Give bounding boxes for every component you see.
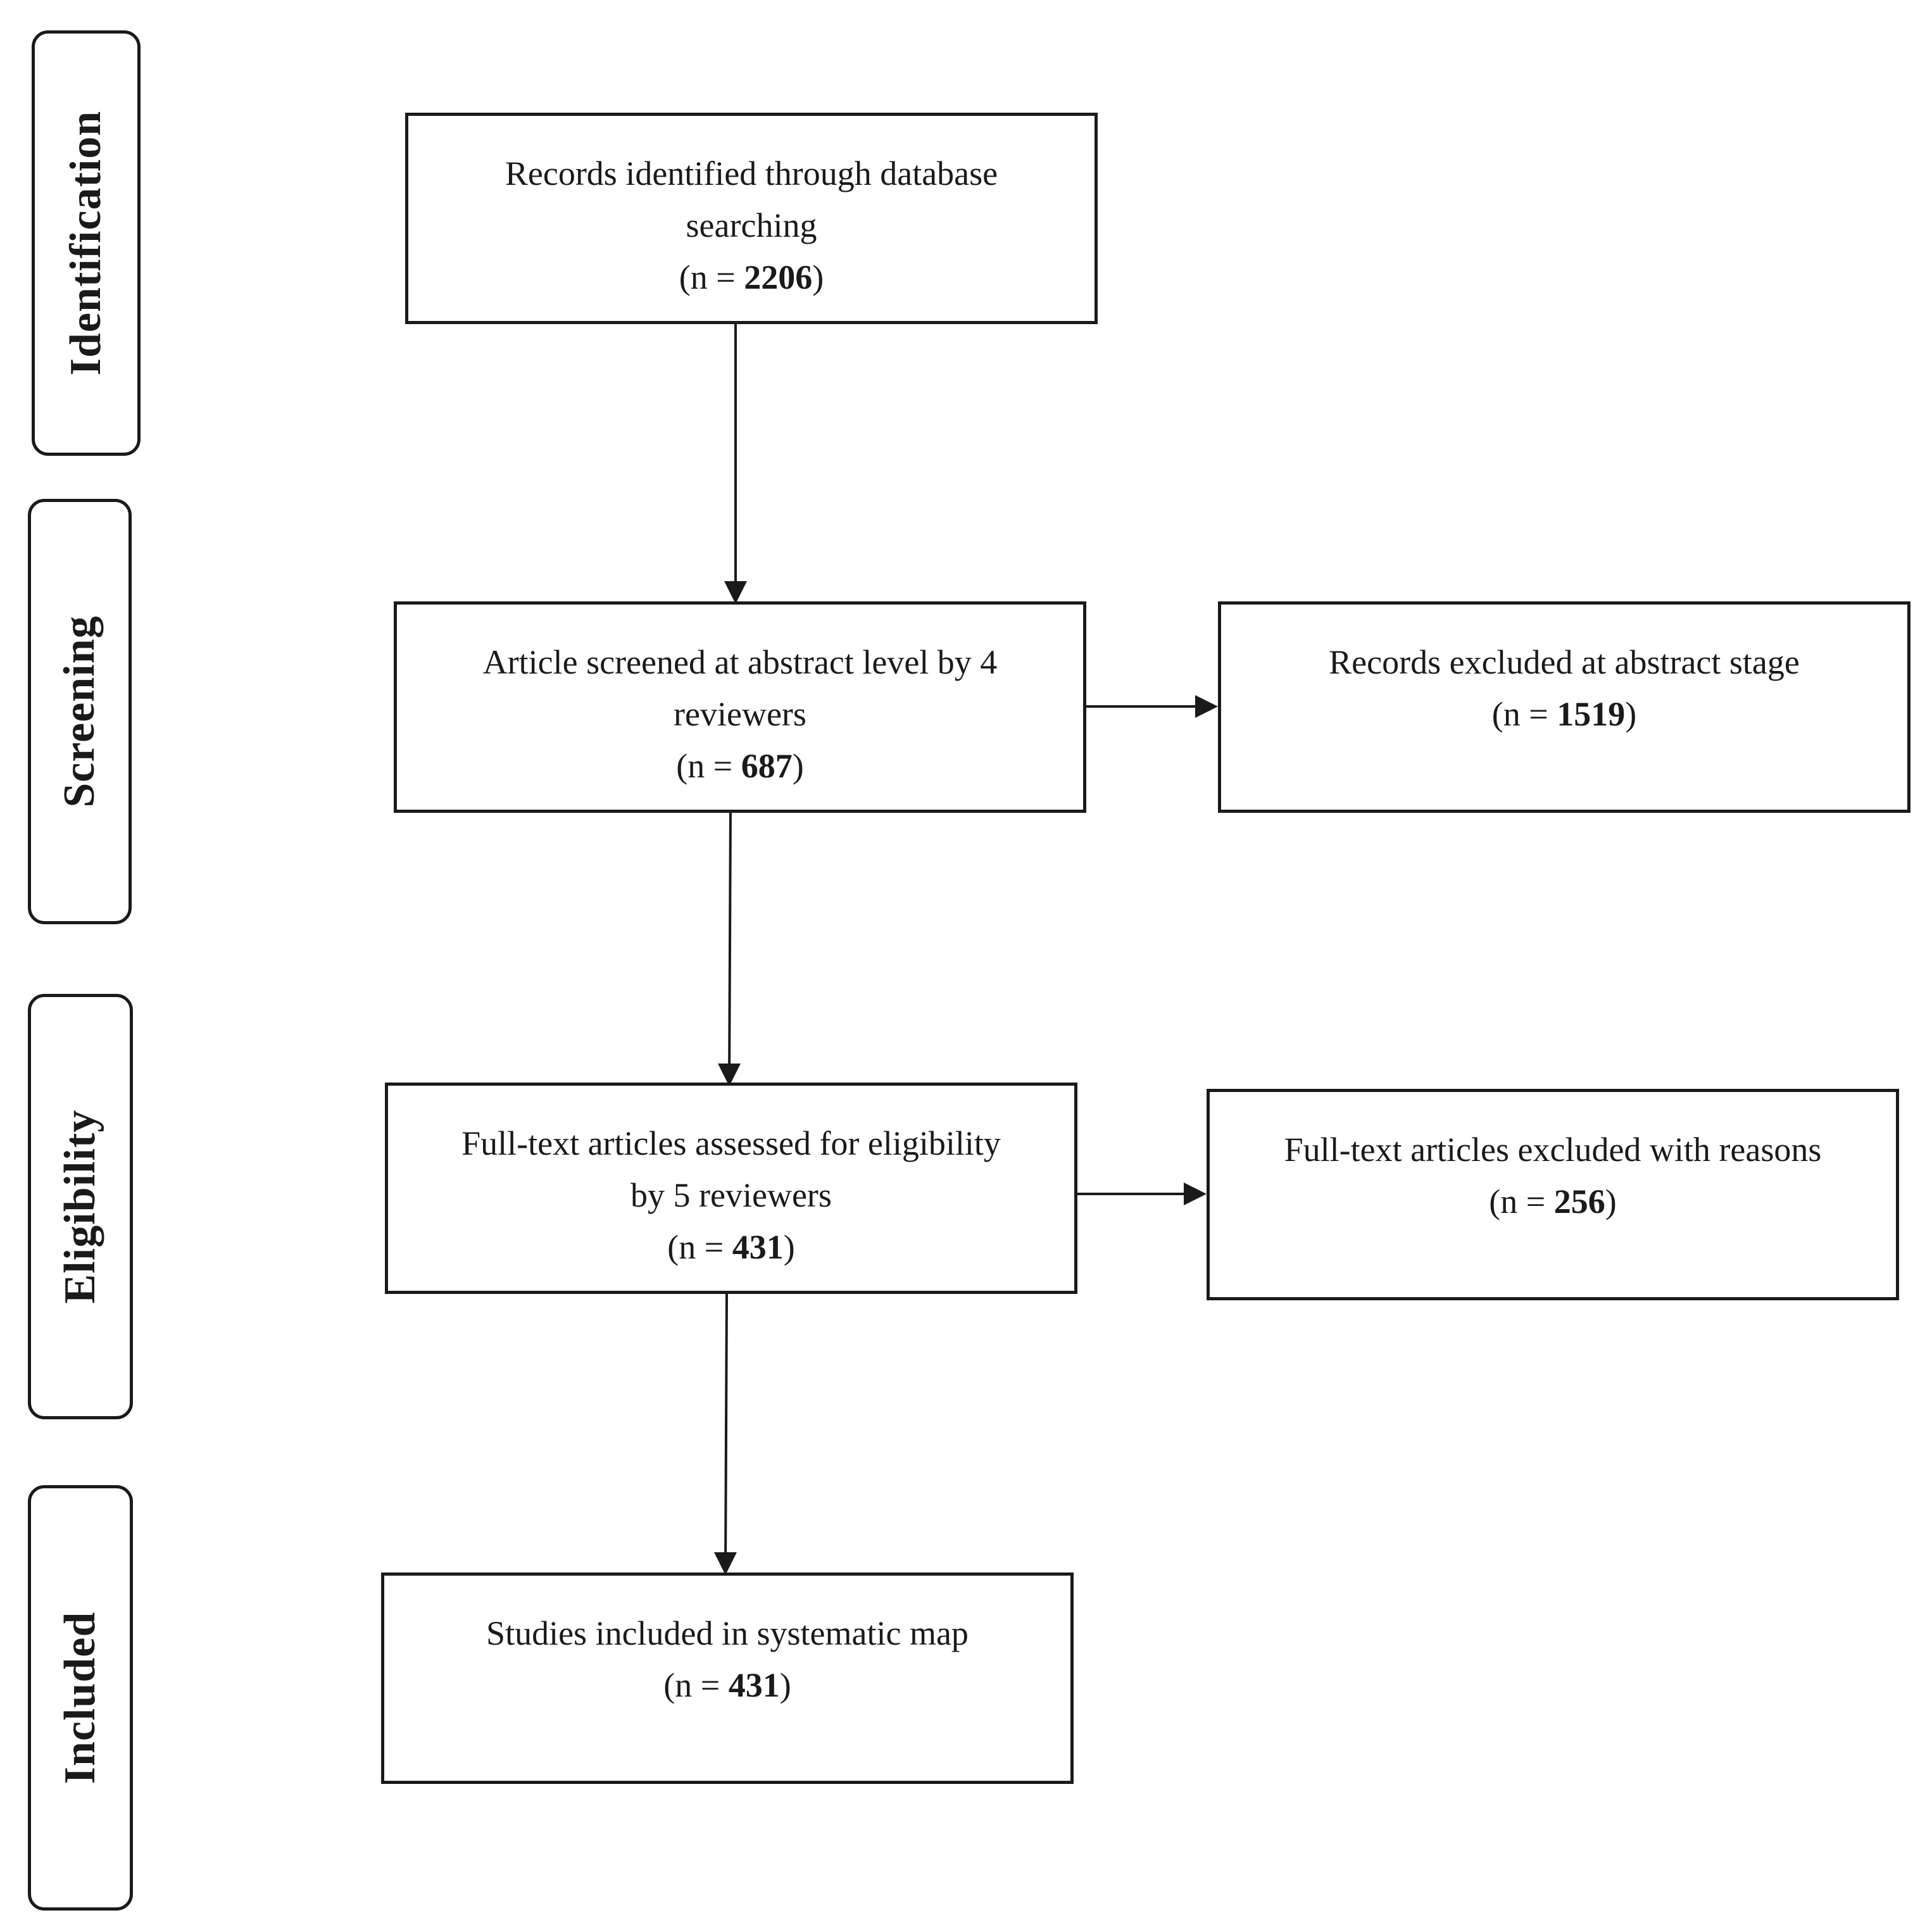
fulltext-assessed-count: (n = 431)	[667, 1228, 795, 1266]
article-screened-line-2: reviewers	[674, 695, 806, 733]
arrowhead-assessed-to-excluded	[1184, 1183, 1207, 1205]
phase-screening-label: Screening	[55, 615, 104, 808]
fulltext-excluded-box: Full-text articles excluded with reasons…	[1207, 1089, 1899, 1300]
records-identified-count: (n = 2206)	[679, 258, 824, 296]
records-excluded-abstract-box: Records excluded at abstract stage (n = …	[1218, 601, 1910, 813]
phase-identification-label: Identification	[61, 110, 110, 376]
arrowhead-screened-to-excluded	[1195, 695, 1218, 718]
article-screened-box: Article screened at abstract level by 4 …	[394, 601, 1086, 813]
studies-included-count: (n = 431)	[663, 1666, 791, 1704]
arrowhead-assessed-to-included	[714, 1552, 737, 1575]
article-screened-n: 687	[741, 747, 793, 785]
fulltext-assessed-line-1: Full-text articles assessed for eligibil…	[461, 1124, 1001, 1162]
arrowhead-identified-to-screened	[724, 581, 747, 604]
phase-included-label: Included	[56, 1611, 104, 1785]
phase-eligibility: Eligibility	[28, 994, 133, 1419]
records-excluded-abstract-count: (n = 1519)	[1491, 695, 1637, 733]
phase-identification: Identification	[32, 30, 141, 456]
records-identified-line-2: searching	[686, 206, 817, 244]
fulltext-assessed-line-2: by 5 reviewers	[630, 1176, 832, 1214]
arrowhead-screened-to-assessed	[718, 1064, 741, 1086]
article-screened-line-1: Article screened at abstract level by 4	[482, 643, 998, 681]
records-excluded-abstract-n: 1519	[1557, 695, 1626, 733]
records-excluded-abstract-line-1: Records excluded at abstract stage	[1329, 643, 1800, 681]
fulltext-assessed-box: Full-text articles assessed for eligibil…	[385, 1083, 1077, 1294]
records-identified-line-1: Records identified through database	[505, 154, 998, 192]
fulltext-excluded-count: (n = 256)	[1489, 1183, 1617, 1221]
studies-included-line-1: Studies included in systematic map	[486, 1614, 969, 1652]
article-screened-count: (n = 687)	[676, 747, 804, 785]
arrow-assessed-to-included	[724, 1293, 728, 1573]
phase-screening: Screening	[28, 499, 132, 924]
records-identified-n: 2206	[744, 258, 813, 296]
fulltext-assessed-n: 431	[732, 1228, 784, 1266]
phase-eligibility-label: Eligibility	[56, 1109, 104, 1304]
phase-included: Included	[28, 1485, 133, 1911]
arrow-screened-to-assessed	[728, 807, 732, 1084]
records-identified-box: Records identified through database sear…	[405, 113, 1098, 324]
fulltext-excluded-n: 256	[1553, 1183, 1605, 1221]
studies-included-n: 431	[728, 1666, 780, 1704]
fulltext-excluded-line-1: Full-text articles excluded with reasons	[1284, 1131, 1822, 1169]
studies-included-box: Studies included in systematic map (n = …	[381, 1572, 1074, 1784]
